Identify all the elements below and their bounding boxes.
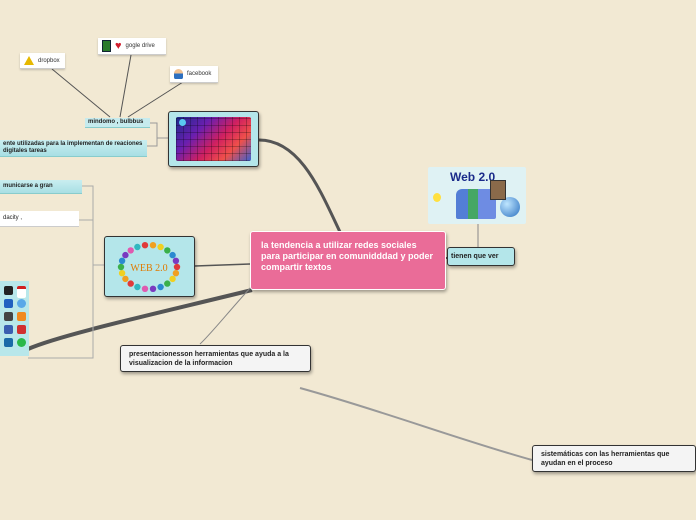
dropbox-icon [17,299,26,308]
central-topic[interactable]: la tendencia a utilizar redes sociales p… [250,231,446,290]
web20-circle-logo: WEB 2.0 [117,242,181,292]
edge-left-bracket [28,185,104,359]
central-topic-text: la tendencia a utilizar redes sociales p… [261,240,434,272]
presentations-text: presentacionesson herramientas que ayuda… [129,351,289,367]
picasa-icon [17,325,26,334]
logo-ring-dot [118,270,126,277]
logo-ring-dot [157,283,164,291]
dropbox-label: dropbox [38,57,60,64]
user-icon [174,69,183,79]
web20-connect-label[interactable]: tienen que ver [447,247,515,266]
web20-logo-node[interactable]: WEB 2.0 [104,236,195,297]
communicate-text: municarse a gran [3,183,53,189]
communicate-label[interactable]: municarse a gran [0,180,82,194]
systematic-node[interactable]: sistemáticas con las herramientas que ay… [532,445,696,472]
logo-ring-dot [157,243,164,251]
twitter-key-icon [179,119,186,126]
logo-ring-dot [134,243,141,251]
gdrive-label: gogle drive [125,43,155,49]
facebook-label: facebook [187,71,212,77]
logo-ring-dot [141,242,149,249]
logo-ring-dot [127,280,134,287]
logo-ring-dot [117,263,125,271]
people-icon [456,189,496,219]
logo-ring-dot [164,280,171,287]
warning-icon [24,56,34,65]
logo-ring-dot [172,270,180,277]
layers-icon [4,286,13,295]
edge-icon-grid [27,288,253,351]
presentations-node[interactable]: presentacionesson herramientas que ayuda… [120,345,311,372]
social-media-image-node[interactable] [168,111,259,167]
web20-illustration[interactable]: Web 2.0 [428,167,526,224]
logo-ring-dot [169,275,176,283]
logo-ring-dot [164,247,171,254]
logo-ring-dot [172,257,180,264]
rss-icon [17,312,26,321]
tablet-icon [490,180,506,200]
social-keyboard-image [176,117,251,161]
tools-hub-text: mindomo , bulbbus [88,119,144,125]
logo-ring-dot [141,285,149,292]
logo-ring-dot [134,283,141,291]
used-for-tasks-label[interactable]: ente utilizadas para la implementan de r… [0,140,147,157]
docs-icon [4,312,13,321]
logo-ring-dot [173,263,181,271]
logo-ring-dot [149,285,157,292]
edge-gdrive [119,54,132,118]
web20-title: Web 2.0 [450,170,496,184]
book-icon [102,40,111,52]
logo-ring-dot [127,247,134,254]
logo-ring-dot [122,275,129,283]
dropbox-card[interactable]: dropbox [20,53,65,69]
web20-connect-text: tienen que ver [451,253,499,260]
gdrive-card[interactable]: ♥ gogle drive [98,38,166,55]
audacity-text: dacity , [3,215,23,221]
linkedin-icon [4,338,13,347]
mediawiki-icon [4,325,13,334]
edge-facebook [127,81,184,118]
edge-systematic [299,387,533,461]
heart-icon: ♥ [115,40,122,52]
edge-social-image [258,138,342,233]
tools-hub-label[interactable]: mindomo , bulbbus [85,118,150,128]
facebook-card[interactable]: facebook [170,66,218,83]
used-for-tasks-text: ente utilizadas para la implementan de r… [3,141,143,154]
logo-ring-dot [169,251,176,259]
globe-icon [500,197,520,217]
audacity-label[interactable]: dacity , [0,211,79,227]
logo-ring-dot [118,257,126,264]
systematic-text: sistemáticas con las herramientas que ay… [541,451,670,467]
delicious-icon [4,299,13,308]
logo-ring-dot [149,242,157,249]
logo-ring-dot [122,251,129,259]
social-icon-grid[interactable] [0,281,29,356]
web20-logo-text: WEB 2.0 [130,263,167,274]
edge-presentations [199,285,253,345]
whatsapp-icon [17,338,26,347]
blogger-icon [17,286,26,298]
edge-web20-image [194,263,251,267]
edge-dropbox [51,68,111,118]
lightbulb-icon [433,193,441,202]
edge-tools-bracket [147,122,168,147]
